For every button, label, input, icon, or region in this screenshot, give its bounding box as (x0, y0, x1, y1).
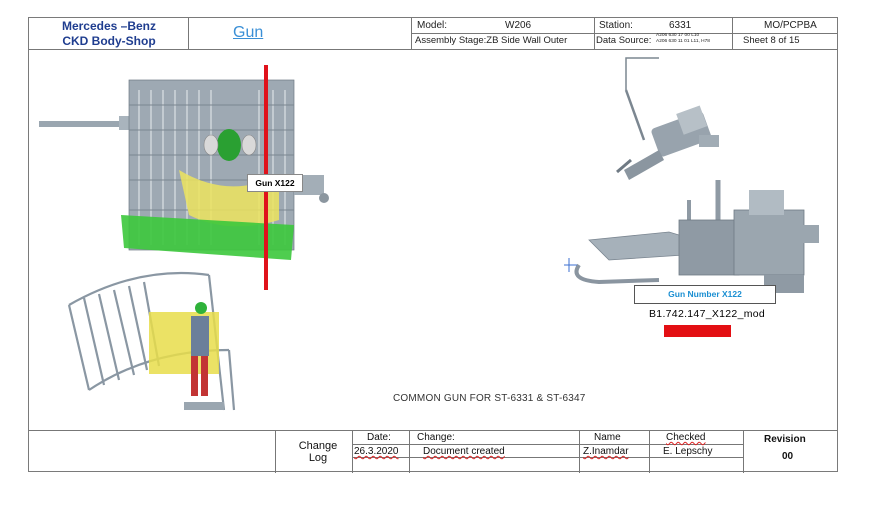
station-label: Station: (599, 20, 633, 31)
footer-divider (579, 431, 580, 473)
footer-divider (649, 431, 650, 473)
footer-divider (352, 431, 353, 473)
footer-divider (743, 431, 744, 473)
change-header: Change: (417, 432, 455, 443)
title-cell: Gun (189, 18, 412, 49)
change-value: Document created (423, 446, 505, 457)
checked-value: E. Lepschy (663, 446, 713, 457)
footer-divider (275, 431, 276, 473)
sheet-number: Sheet 8 of 15 (743, 35, 800, 46)
department-code: MO/PCPBA (764, 20, 817, 31)
footer-divider (352, 457, 743, 458)
model-value: W206 (505, 20, 532, 31)
header-divider (732, 18, 733, 49)
fixture-illustration (39, 79, 329, 411)
gun-number-label: Gun Number X122 (634, 285, 776, 304)
date-value: 26.3.2020 (354, 446, 399, 457)
drawing-sheet: Mercedes –Benz CKD Body-Shop Gun Model: … (28, 17, 838, 473)
header-divider (412, 33, 837, 34)
title-block-header: Mercedes –Benz CKD Body-Shop Gun Model: … (29, 18, 837, 50)
name-header: Name (594, 432, 621, 443)
header-divider (594, 18, 595, 49)
name-value: Z.Inamdar (583, 446, 629, 457)
revision-value: 00 (782, 451, 794, 462)
common-gun-note: COMMON GUN FOR ST-6331 & ST-6347 (393, 393, 586, 404)
welding-gun-illustration (564, 57, 819, 293)
footer-divider (409, 431, 410, 473)
red-status-tag (664, 325, 731, 337)
page-title: Gun (233, 24, 264, 41)
gun-callout-label: Gun X122 (247, 174, 303, 192)
assembly-stage: Assembly Stage:ZB Side Wall Outer (415, 35, 568, 46)
gun-model-name: B1.742.147_X122_mod (649, 308, 766, 320)
station-value: 6331 (669, 20, 692, 31)
brand-cell: Mercedes –Benz CKD Body-Shop (29, 18, 189, 49)
revision-header: Revision (764, 434, 806, 445)
model-label: Model: (417, 20, 448, 31)
brand-line-2: CKD Body-Shop (62, 34, 156, 48)
checked-header: Checked (666, 432, 706, 443)
date-header: Date: (367, 432, 391, 443)
data-source-label: Data Source: (596, 35, 652, 46)
footer-divider (352, 444, 743, 445)
brand-line-1: Mercedes –Benz (61, 19, 157, 33)
